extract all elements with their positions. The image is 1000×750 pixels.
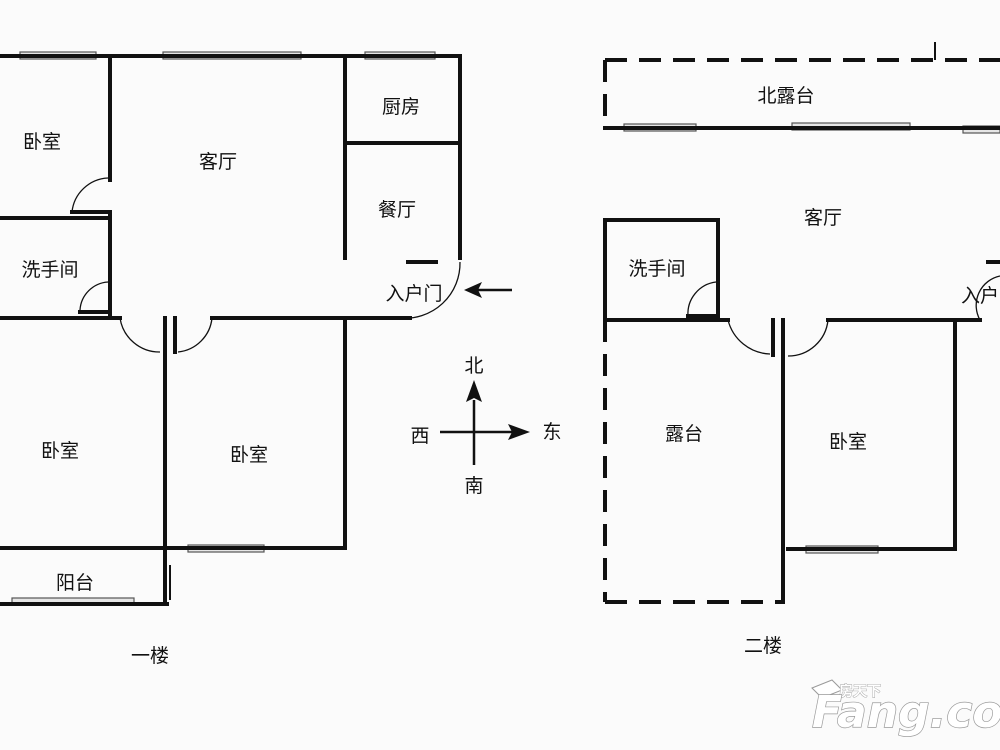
room-label-living-2f: 客厅 — [804, 207, 842, 229]
compass-south-label: 南 — [464, 475, 483, 497]
room-label-washroom: 洗手间 — [21, 259, 78, 281]
room-label-terrace: 露台 — [665, 423, 703, 445]
floor1-walls — [0, 54, 462, 606]
compass-west-label: 西 — [410, 425, 429, 447]
floor2-caption: 二楼 — [744, 635, 782, 657]
compass-north-label: 北 — [464, 355, 483, 377]
room-label-dining: 餐厅 — [378, 199, 416, 221]
room-label-bedroom-2f: 卧室 — [829, 431, 867, 453]
floor2-doors — [687, 275, 1000, 357]
entry-arrow — [464, 282, 512, 298]
room-label-living: 客厅 — [199, 151, 237, 173]
floor2-walls — [603, 126, 1000, 604]
room-label-entrance-2f: 入户 — [961, 285, 999, 307]
compass-east-label: 东 — [542, 421, 561, 443]
room-label-bedroom-sw: 卧室 — [41, 440, 79, 462]
floor1-doors — [71, 177, 461, 353]
room-label-kitchen: 厨房 — [382, 96, 420, 118]
floor1-caption: 一楼 — [131, 645, 169, 667]
floor1-plan: 卧室 客厅 厨房 餐厅 洗手间 入户门 卧室 卧室 阳台 一楼 — [0, 51, 512, 667]
fang-logo-icon — [811, 679, 843, 699]
watermark-sub: 房天下 — [839, 683, 881, 700]
floor2-terrace-outline — [603, 42, 1000, 604]
room-label-bedroom-s: 卧室 — [230, 444, 268, 466]
floor2-plan: 北露台 客厅 洗手间 入户 露台 卧室 二楼 — [603, 42, 1000, 657]
room-label-bedroom-nw: 卧室 — [23, 131, 61, 153]
compass: 北 南 东 西 — [410, 355, 561, 497]
room-label-entrance: 入户门 — [385, 283, 442, 305]
watermark-brand: Fang.com — [812, 687, 1000, 738]
room-label-balcony: 阳台 — [56, 572, 94, 594]
fang-watermark: 房天下 Fang.com — [811, 679, 1000, 739]
room-label-north-terrace: 北露台 — [757, 85, 814, 107]
room-label-washroom-2f: 洗手间 — [628, 258, 685, 280]
